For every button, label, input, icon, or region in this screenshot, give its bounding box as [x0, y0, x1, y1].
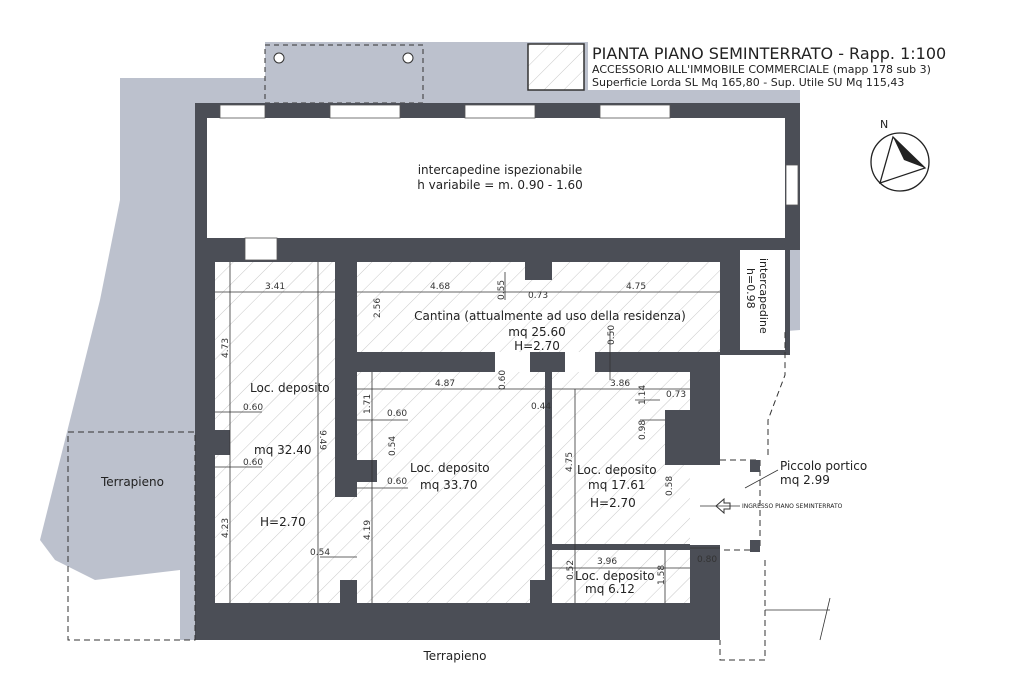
cantina-height: H=2.70: [514, 339, 560, 353]
terrapieno-left-label: Terrapieno: [100, 475, 164, 489]
svg-text:0.50: 0.50: [607, 325, 617, 345]
svg-text:1.71: 1.71: [363, 394, 373, 414]
plan-title: PIANTA PIANO SEMINTERRATO - Rapp. 1:100: [592, 44, 946, 63]
svg-text:4.68: 4.68: [430, 282, 450, 292]
room-deposito-mid: [357, 372, 545, 603]
svg-text:4.75: 4.75: [565, 452, 575, 472]
entrance-label: INGRESSO PIANO SEMINTERRATO: [742, 503, 843, 510]
svg-text:0.60: 0.60: [387, 477, 407, 487]
svg-text:3.41: 3.41: [265, 282, 285, 292]
deposito-mid-label: Loc. deposito: [410, 461, 490, 475]
svg-text:N: N: [880, 118, 888, 131]
plan-areas: Superficie Lorda SL Mq 165,80 - Sup. Uti…: [592, 76, 904, 89]
intercapedine-top-label: intercapedine ispezionabile: [418, 163, 583, 177]
intercapedine-side-height: h=0.98: [744, 268, 757, 309]
deposito-right-label: Loc. deposito: [577, 463, 657, 477]
deposito-left-label: Loc. deposito: [250, 381, 330, 395]
portico-label: Piccolo portico: [780, 459, 867, 473]
svg-text:0.60: 0.60: [498, 370, 508, 390]
svg-text:9.49: 9.49: [317, 430, 327, 450]
dimension-labels: 3.41 4.68 0.55 0.73 4.75 2.56 0.50 4.73 …: [221, 280, 717, 585]
cantina-area: mq 25.60: [508, 325, 565, 339]
deposito-small-label: Loc. deposito: [575, 569, 655, 583]
deposito-small-area: mq 6.12: [585, 582, 635, 596]
terrapieno-bottom-label: Terrapieno: [423, 649, 487, 663]
svg-text:4.73: 4.73: [221, 338, 231, 358]
svg-text:4.87: 4.87: [435, 379, 455, 389]
intercapedine-top-height: h variabile = m. 0.90 - 1.60: [417, 178, 583, 192]
deposito-right-area: mq 17.61: [588, 478, 645, 492]
legend-swatch: [527, 43, 585, 91]
svg-text:0.58: 0.58: [665, 476, 675, 496]
svg-text:0.73: 0.73: [528, 291, 548, 301]
svg-text:0.60: 0.60: [387, 409, 407, 419]
cantina-label: Cantina (attualmente ad uso della reside…: [414, 309, 686, 323]
portico-area: mq 2.99: [780, 473, 830, 487]
svg-text:0.80: 0.80: [697, 555, 717, 565]
room-deposito-left: [215, 262, 335, 603]
deposito-left-height: H=2.70: [260, 515, 306, 529]
svg-text:0.54: 0.54: [388, 436, 398, 456]
svg-text:0.98: 0.98: [638, 420, 648, 440]
svg-text:4.23: 4.23: [221, 518, 231, 538]
svg-text:0.44: 0.44: [531, 402, 551, 412]
svg-text:1.58: 1.58: [657, 565, 667, 585]
north-compass-icon: N: [870, 118, 930, 192]
plan-subtitle: ACCESSORIO ALL'IMMOBILE COMMERCIALE (map…: [592, 63, 931, 76]
svg-text:0.60: 0.60: [243, 458, 263, 468]
intercapedine-side-label: intercapedine: [757, 258, 770, 334]
svg-text:0.52: 0.52: [566, 560, 576, 580]
svg-text:1.14: 1.14: [638, 385, 648, 405]
svg-text:0.55: 0.55: [497, 280, 507, 300]
svg-text:0.73: 0.73: [666, 390, 686, 400]
svg-text:4.19: 4.19: [363, 520, 373, 540]
svg-text:3.86: 3.86: [610, 379, 630, 389]
svg-text:2.56: 2.56: [373, 298, 383, 318]
svg-text:3.96: 3.96: [597, 557, 617, 567]
deposito-right-height: H=2.70: [590, 496, 636, 510]
svg-text:0.60: 0.60: [243, 403, 263, 413]
deposito-mid-area: mq 33.70: [420, 478, 477, 492]
deposito-left-area: mq 32.40: [254, 443, 311, 457]
svg-text:0.54: 0.54: [310, 548, 330, 558]
svg-text:4.75: 4.75: [626, 282, 646, 292]
